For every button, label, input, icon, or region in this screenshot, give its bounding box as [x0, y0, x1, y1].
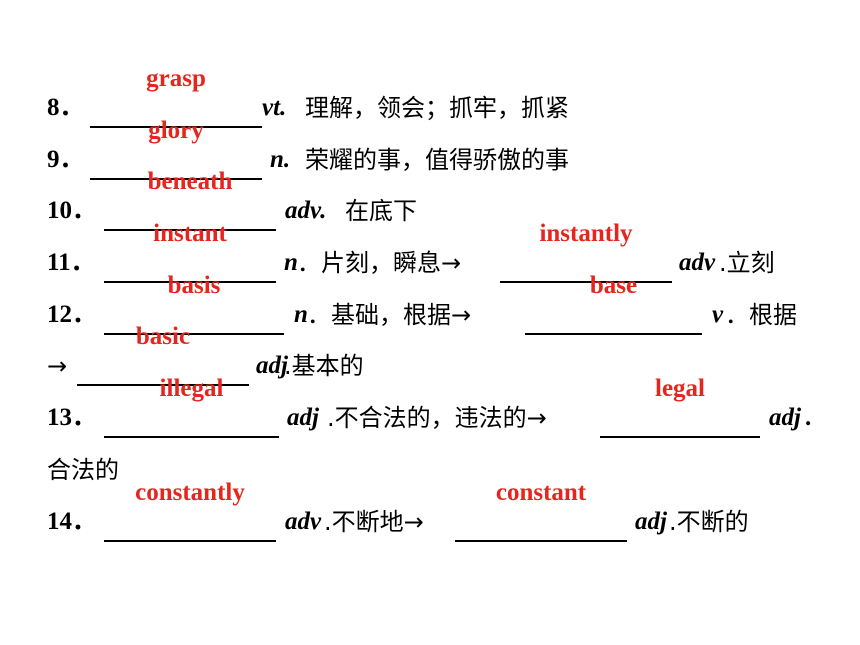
part-of-speech: n [284, 249, 298, 276]
part-of-speech-2: v [712, 301, 724, 328]
part-of-speech-2: adv [679, 249, 716, 276]
answer-text: illegal [159, 375, 224, 402]
part-of-speech: adj [287, 404, 319, 431]
item-number: 10． [47, 197, 98, 224]
definition-2: . [805, 404, 812, 431]
item-number: 9． [47, 146, 85, 173]
answer-text-2: instantly [539, 220, 633, 247]
answer-blank: instant [104, 220, 276, 283]
answer-text: beneath [147, 168, 233, 195]
item-number: 8． [47, 94, 85, 121]
item-number: 13． [47, 404, 98, 431]
part-of-speech-2: adj [769, 404, 801, 431]
definition-2: ．根据 [725, 301, 797, 329]
definition: 在底下 [345, 197, 417, 225]
item-number: 12． [47, 301, 98, 328]
answer-blank-2: instantly [500, 220, 672, 283]
answer-blank: illegal [104, 375, 279, 438]
item-number: 11． [47, 249, 96, 276]
part-of-speech: adv [285, 508, 322, 535]
definition: .不断地→ [324, 508, 424, 536]
answer-text-2: legal [655, 375, 705, 402]
answer-blank-2: constant [455, 479, 627, 542]
part-of-speech: n. [270, 146, 291, 173]
definition-3: .基本的 [284, 352, 364, 380]
answer-blank: constantly [104, 479, 276, 542]
part-of-speech: adv. [285, 197, 327, 224]
answer-text: basis [167, 272, 221, 299]
definition: 理解，领会；抓牢，抓紧 [305, 94, 569, 122]
answer-text-2: base [589, 272, 638, 299]
answer-text-3: basic [135, 323, 191, 350]
answer-text: instant [153, 220, 227, 247]
definition: .不合法的，违法的→ [327, 404, 547, 432]
answer-blank: beneath [104, 168, 276, 231]
definition: ．片刻，瞬息→ [297, 249, 462, 277]
part-of-speech: vt. [262, 94, 287, 121]
answer-blank: grasp [90, 65, 262, 128]
definition: ．基础，根据→ [307, 301, 472, 329]
answer-blank: glory [90, 117, 262, 180]
answer-blank-2: legal [600, 375, 760, 438]
answer-blank-2: base [525, 272, 702, 335]
part-of-speech-2: adj [635, 508, 667, 535]
answer-text: grasp [146, 65, 206, 92]
answer-text-2: constant [495, 479, 587, 506]
answer-blank-3: basic [77, 323, 249, 386]
part-of-speech-3: adj [256, 352, 288, 379]
definition: 荣耀的事，值得骄傲的事 [305, 146, 569, 174]
arrow-prefix: → [47, 352, 68, 380]
item-number: 14． [47, 508, 98, 535]
answer-text: glory [148, 117, 204, 144]
answer-blank: basis [104, 272, 284, 335]
definition-3: 合法的 [47, 456, 119, 484]
answer-text: constantly [135, 479, 245, 506]
definition-2: .立刻 [719, 249, 775, 277]
definition-2: .不断的 [669, 508, 749, 536]
part-of-speech: n [294, 301, 308, 328]
